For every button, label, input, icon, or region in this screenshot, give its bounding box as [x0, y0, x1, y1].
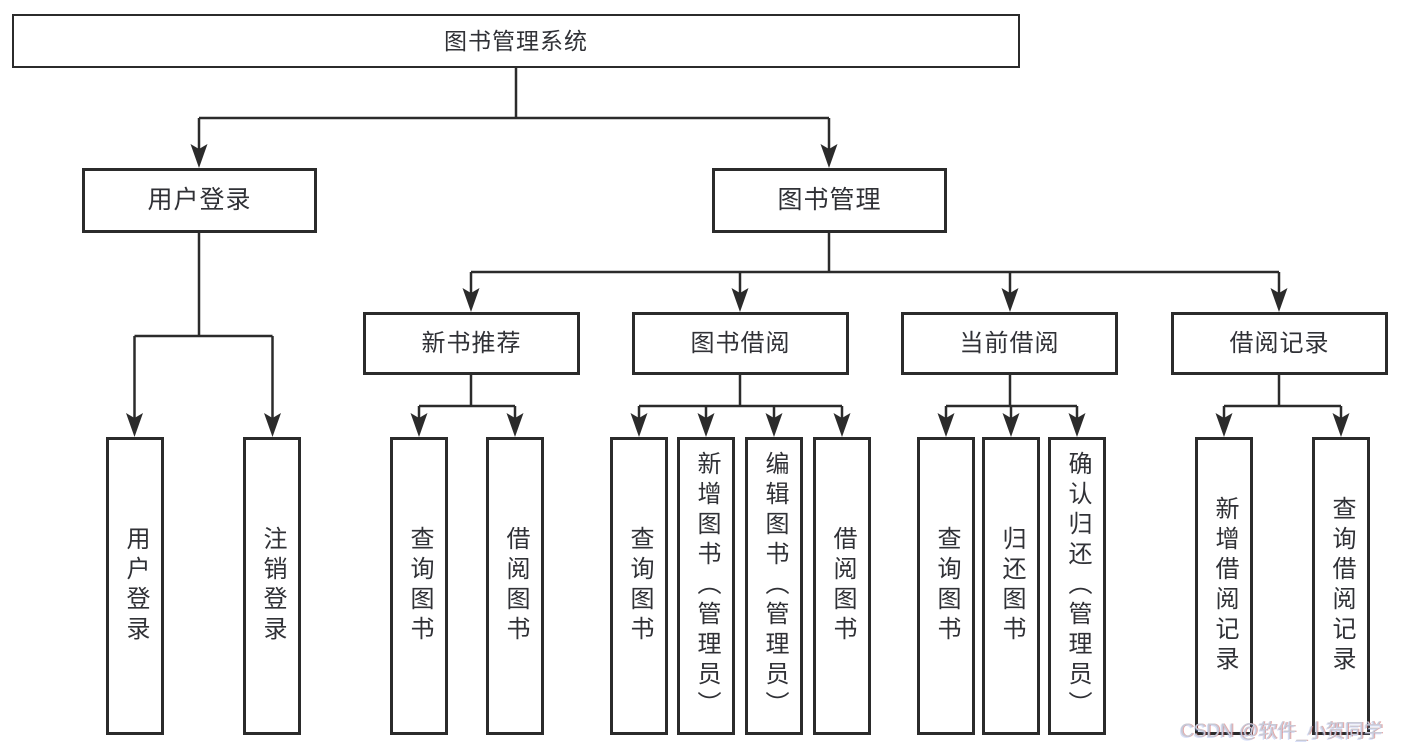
leaf-edit-books-admin-label: 编辑图书（管理员）: [761, 451, 788, 721]
node-new-book-recommend-label: 新书推荐: [421, 329, 522, 357]
leaf-add-books-admin-label: 新增图书（管理员）: [693, 451, 720, 721]
leaf-query-books-current-label: 查询图书: [933, 526, 960, 646]
leaf-borrow-books-recommend: 借阅图书: [486, 437, 544, 735]
node-book-borrow: 图书借阅: [632, 312, 849, 375]
leaf-query-borrow-record: 查询借阅记录: [1312, 437, 1370, 735]
leaf-return-books: 归还图书: [982, 437, 1040, 735]
node-borrow-records-label: 借阅记录: [1229, 329, 1330, 357]
leaf-logout-label: 注销登录: [259, 526, 286, 646]
node-user-login: 用户登录: [82, 168, 317, 233]
leaf-user-login-label: 用户登录: [122, 526, 149, 646]
leaf-borrow-books-label: 借阅图书: [829, 526, 856, 646]
leaf-logout: 注销登录: [243, 437, 301, 735]
leaf-query-books-recommend-label: 查询图书: [406, 526, 433, 646]
leaf-query-books-borrow-label: 查询图书: [626, 526, 653, 646]
node-borrow-records: 借阅记录: [1171, 312, 1388, 375]
node-new-book-recommend: 新书推荐: [363, 312, 580, 375]
leaf-user-login: 用户登录: [106, 437, 164, 735]
node-root-system: 图书管理系统: [12, 14, 1020, 68]
node-current-borrow-label: 当前借阅: [959, 329, 1060, 357]
leaf-confirm-return-admin: 确认归还（管理员）: [1048, 437, 1106, 735]
csdn-watermark: CSDN @软件_小贺同学: [1180, 721, 1383, 742]
node-book-management-label: 图书管理: [777, 186, 882, 214]
leaf-confirm-return-admin-label: 确认归还（管理员）: [1064, 451, 1091, 721]
node-book-borrow-label: 图书借阅: [690, 329, 791, 357]
node-current-borrow: 当前借阅: [901, 312, 1118, 375]
leaf-query-borrow-record-label: 查询借阅记录: [1328, 496, 1355, 676]
leaf-query-books-borrow: 查询图书: [610, 437, 668, 735]
leaf-add-borrow-record: 新增借阅记录: [1195, 437, 1253, 735]
node-root-label: 图书管理系统: [444, 27, 588, 54]
arrow-down-icons: [126, 144, 1350, 437]
leaf-borrow-books: 借阅图书: [813, 437, 871, 735]
leaf-query-books-recommend: 查询图书: [390, 437, 448, 735]
leaf-edit-books-admin: 编辑图书（管理员）: [745, 437, 803, 735]
node-book-management: 图书管理: [712, 168, 947, 233]
leaf-borrow-books-recommend-label: 借阅图书: [502, 526, 529, 646]
node-user-login-label: 用户登录: [147, 186, 252, 214]
leaf-query-books-current: 查询图书: [917, 437, 975, 735]
leaf-return-books-label: 归还图书: [998, 526, 1025, 646]
leaf-add-books-admin: 新增图书（管理员）: [677, 437, 735, 735]
leaf-add-borrow-record-label: 新增借阅记录: [1211, 496, 1238, 676]
